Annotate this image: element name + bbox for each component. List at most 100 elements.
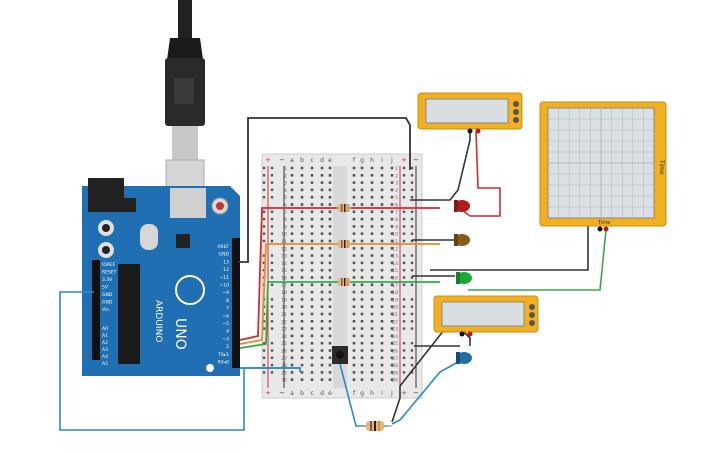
row-number-left: 9 (284, 224, 287, 230)
column-letter: d (320, 390, 324, 397)
analog-pin-label: A1 (102, 333, 108, 339)
row-number-right: 17 (392, 283, 398, 289)
row-number-right: 20 (392, 305, 398, 311)
row-number-left: 18 (281, 290, 287, 296)
digital-pin-label: AREF (217, 244, 229, 250)
row-number-left: 25 (281, 341, 287, 347)
digital-pin-label: GND (219, 252, 230, 258)
row-number-right: 5 (395, 195, 398, 201)
row-number-right: 11 (392, 239, 398, 245)
wires (59, 117, 607, 431)
row-number-left: 15 (281, 268, 287, 274)
row-number-left: 29 (281, 370, 287, 376)
row-number-left: 19 (281, 297, 287, 303)
resistor-3 (338, 278, 350, 286)
row-number-right: 26 (392, 349, 398, 355)
column-letter: b (300, 390, 304, 397)
led-red[interactable] (454, 200, 470, 212)
rail-sign: + (401, 156, 407, 164)
rail-sign: − (413, 389, 419, 397)
row-number-left: 12 (281, 246, 287, 252)
push-button[interactable] (332, 346, 348, 364)
resistor-2 (338, 240, 350, 248)
row-number-right: 27 (392, 356, 398, 362)
row-number-left: 21 (281, 312, 287, 318)
row-number-left: 26 (281, 349, 287, 355)
analog-pin-label: A4 (102, 354, 108, 360)
column-letter: a (290, 157, 294, 164)
row-number-right: 22 (392, 319, 398, 325)
usb-cable[interactable] (165, 0, 205, 191)
row-number-left: 14 (281, 261, 287, 267)
column-letter: j (390, 157, 393, 164)
multimeter-bottom[interactable] (433, 295, 539, 337)
digital-pin-label: ~5 (222, 321, 229, 327)
resistor-1 (336, 204, 352, 212)
led-amber[interactable] (454, 234, 470, 246)
column-letter: a (290, 390, 294, 397)
digital-pin-label: 13 (223, 259, 229, 265)
row-number-right: 1 (395, 166, 398, 172)
resistors[interactable] (336, 204, 392, 431)
row-number-right: 30 (392, 378, 398, 384)
row-number-left: 3 (284, 181, 287, 187)
digital-pin-label: 2 (226, 344, 229, 350)
digital-pin-label: ~9 (222, 290, 229, 296)
row-number-left: 16 (281, 276, 287, 282)
row-number-right: 29 (392, 370, 398, 376)
row-number-right: 14 (392, 261, 398, 267)
analog-pin-label: A3 (102, 347, 108, 353)
column-letter: c (310, 390, 313, 397)
arduino-uno-board[interactable]: ARDUINO UNO IOREFRESET3.3V5VGNDGNDVinA0A… (82, 178, 240, 376)
row-number-left: 20 (281, 305, 287, 311)
resistor-4 (358, 421, 392, 431)
row-number-left: 4 (284, 188, 287, 194)
oscilloscope-label: Time (658, 159, 665, 175)
column-letter: b (300, 157, 304, 164)
row-number-left: 6 (284, 203, 287, 209)
row-number-right: 10 (392, 232, 398, 238)
column-letter: f (353, 157, 356, 164)
row-number-left: 13 (281, 254, 287, 260)
led-blue[interactable] (456, 352, 472, 364)
analog-pin-label: A0 (102, 326, 108, 332)
column-letter: i (381, 157, 383, 164)
row-number-left: 10 (281, 232, 287, 238)
column-letter: h (370, 390, 374, 397)
multimeter-top[interactable] (417, 92, 523, 134)
column-letter: c (310, 157, 313, 164)
row-number-left: 7 (284, 210, 287, 216)
row-number-right: 19 (392, 297, 398, 303)
power-pin-label: RESET (102, 270, 117, 276)
dc-jack (88, 178, 124, 212)
column-letter: e (328, 390, 332, 397)
led-green[interactable] (456, 272, 472, 284)
atmega-chip (118, 264, 140, 364)
row-number-left: 27 (281, 356, 287, 362)
rail-sign: + (401, 389, 407, 397)
row-number-right: 7 (395, 210, 398, 216)
column-letter: j (390, 390, 393, 397)
power-header (92, 260, 100, 360)
digital-pin-label: ~3 (222, 336, 229, 342)
power-pin-label: 5V (102, 285, 109, 291)
row-number-right: 15 (392, 268, 398, 274)
column-letter: e (328, 157, 332, 164)
row-number-right: 21 (392, 312, 398, 318)
power-pin-label: Vin (102, 307, 109, 313)
row-number-left: 5 (284, 195, 287, 201)
arduino-brand: ARDUINO (153, 300, 163, 342)
row-number-left: 28 (281, 363, 287, 369)
row-number-left: 17 (281, 283, 287, 289)
row-number-right: 8 (395, 217, 398, 223)
oscilloscope[interactable]: Time Time (539, 101, 667, 232)
row-number-right: 13 (392, 254, 398, 260)
rail-sign: − (279, 156, 285, 164)
row-number-left: 22 (281, 319, 287, 325)
row-number-right: 6 (395, 203, 398, 209)
arduino-model: UNO (172, 318, 188, 350)
row-number-left: 30 (281, 378, 287, 384)
row-number-right: 24 (392, 334, 398, 340)
row-number-left: 11 (281, 239, 287, 245)
